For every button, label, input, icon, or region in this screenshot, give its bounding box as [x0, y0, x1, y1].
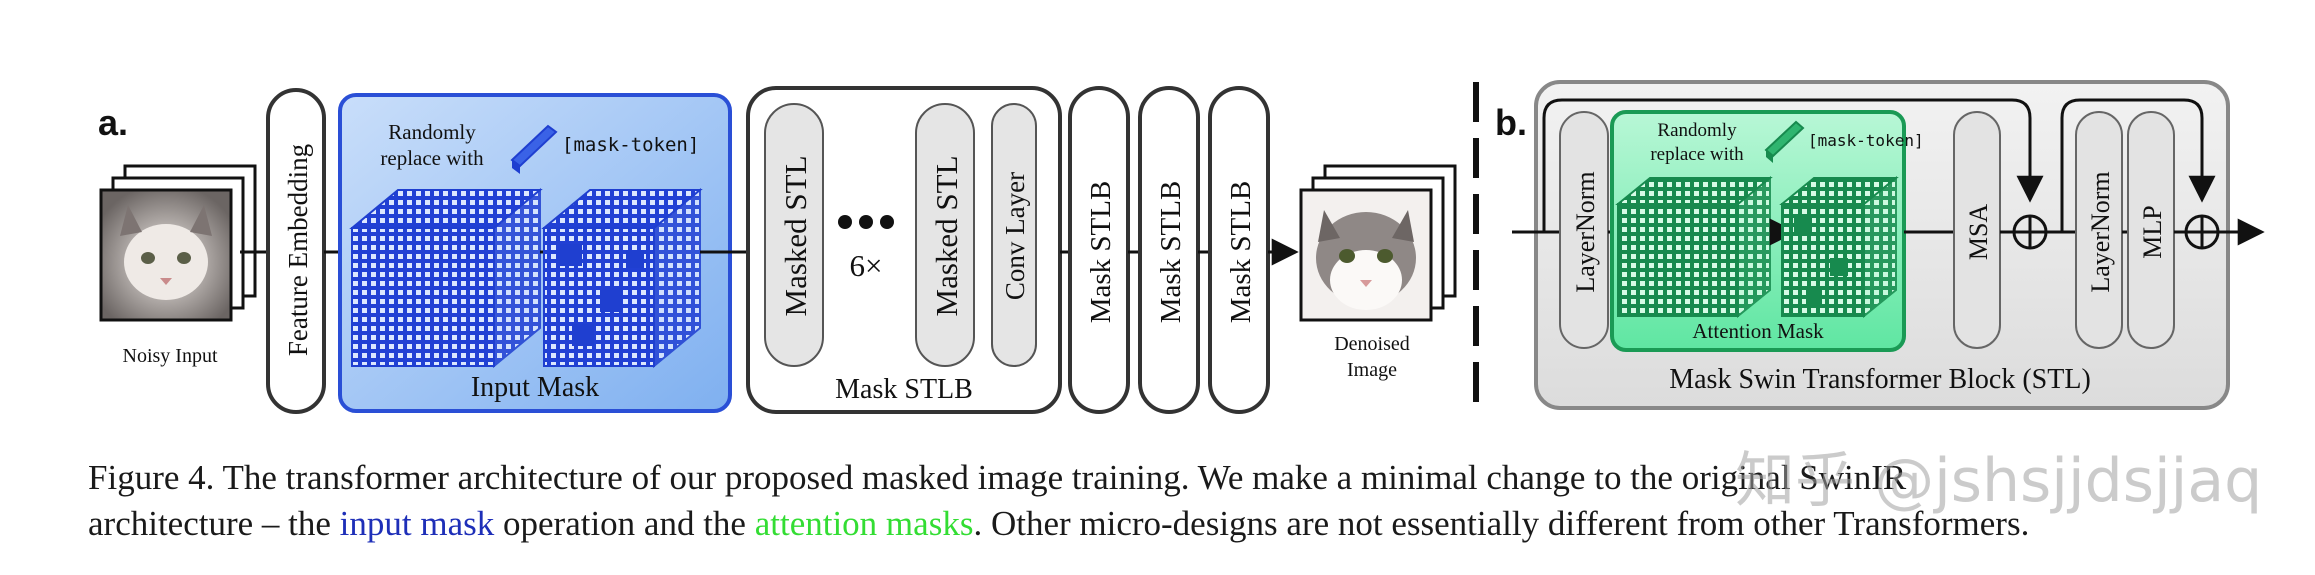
denoised-image: [1299, 164, 1457, 322]
msa-label: MSA: [1964, 204, 1993, 261]
masked-stl-label-1: Masked STL: [778, 155, 813, 316]
swin-block-title: Mask Swin Transformer Block (STL): [1669, 364, 2091, 395]
noisy-input-image: [99, 164, 257, 322]
attention-cube: [1615, 175, 1773, 319]
denoised-label-line1: Denoised: [1334, 333, 1410, 355]
panel-b-label: b.: [1495, 102, 1527, 143]
masked-stl-block-2: [915, 103, 975, 367]
figure-caption: Figure 4. The transformer architecture o…: [88, 455, 2278, 547]
mask-token-icon: [510, 124, 558, 174]
mask-stlb-block-2: [1138, 86, 1200, 414]
conv-layer-label: Conv Layer: [1000, 172, 1030, 300]
mlp-block: [2127, 111, 2175, 349]
input-mask-token: [mask-token]: [562, 134, 699, 156]
masked-attention-cube: [1779, 175, 1899, 319]
msa-block: [1953, 111, 2001, 349]
attention-mask-token: [mask-token]: [1808, 131, 1924, 150]
mlp-label: MLP: [2138, 205, 2167, 258]
caption-text-a: architecture – the: [88, 504, 340, 543]
masked-stl-label-2: Masked STL: [929, 155, 964, 316]
mask-stlb-label-3: Mask STLB: [1225, 181, 1257, 324]
masked-input-cube: [541, 187, 703, 369]
input-mask-replace-line2: replace with: [380, 146, 484, 170]
layernorm-label-1: LayerNorm: [1571, 171, 1600, 292]
caption-attention-masks-link: attention masks: [754, 504, 974, 543]
caption-text-e: . Other micro-designs are not essentiall…: [973, 504, 2030, 543]
caption-line1: Figure 4. The transformer architecture o…: [88, 458, 1907, 497]
attention-replace-line2: replace with: [1650, 144, 1744, 165]
caption-input-mask-link: input mask: [339, 504, 495, 543]
mask-stlb-block-3: [1208, 86, 1270, 414]
residual-add-1-icon: [2012, 214, 2048, 250]
attention-replace-line1: Randomly: [1657, 120, 1737, 141]
layernorm-block-2: [2075, 111, 2123, 349]
mask-stlb-label-1: Mask STLB: [1085, 181, 1117, 324]
denoised-label-line2: Image: [1347, 359, 1397, 381]
masked-stl-block-1: [764, 103, 824, 367]
residual-add-2-icon: [2184, 214, 2220, 250]
conv-layer-block: [991, 103, 1037, 367]
mask-stlb-title: Mask STLB: [835, 374, 973, 405]
input-mask-title: Input Mask: [471, 372, 599, 403]
input-mask-replace-line1: Randomly: [388, 120, 476, 144]
layernorm-label-2: LayerNorm: [2086, 171, 2115, 292]
caption-line2: architecture – the input mask operation …: [88, 501, 2278, 547]
panel-a-label: a.: [98, 102, 128, 143]
watermark: 知乎 @jshsjjdsjjaq: [1735, 446, 2263, 516]
mask-stlb-block-1: [1068, 86, 1130, 414]
layernorm-block-1: [1559, 111, 1609, 349]
mask-stlb-container: [746, 86, 1062, 414]
caption-text-c: operation and the: [494, 504, 755, 543]
input-cube: [349, 187, 543, 369]
ellipsis-dots: [838, 215, 894, 229]
feature-embedding-label: Feature Embedding: [283, 144, 313, 356]
repeat-count: 6×: [850, 248, 883, 283]
noisy-input-label: Noisy Input: [123, 345, 218, 367]
mask-stlb-label-2: Mask STLB: [1155, 181, 1187, 324]
attention-mask-title: Attention Mask: [1692, 319, 1824, 343]
attention-mask-token-icon: [1764, 120, 1805, 163]
architecture-diagram: a. Noisy Input Feature Embedding Randoml…: [98, 80, 2265, 414]
